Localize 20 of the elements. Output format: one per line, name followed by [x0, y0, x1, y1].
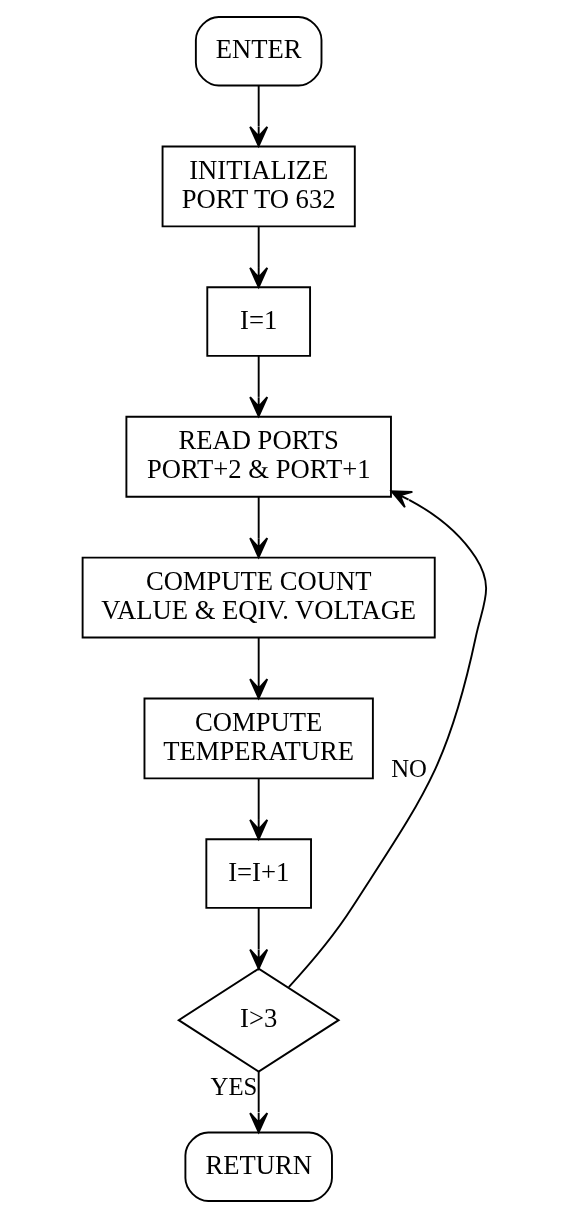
arrow [248, 84, 268, 147]
edge-label: YES [210, 1072, 257, 1100]
node-box: RETURN [183, 1131, 333, 1202]
node-box: INITIALIZE PORT TO 632 [161, 145, 356, 228]
node-box: READ PORTS PORT+2 & PORT+1 [124, 415, 392, 498]
arrow [248, 495, 268, 559]
node-box: I=I+1 [204, 838, 312, 909]
edge-label: NO [390, 755, 427, 782]
node-box: ENTER [194, 16, 322, 87]
node-box: COMPUTE TEMPERATURE [143, 697, 374, 780]
arrow [248, 636, 268, 700]
arrow [248, 906, 268, 970]
arrow [248, 1071, 268, 1134]
arrow [248, 778, 268, 840]
node-box: I=1 [205, 286, 311, 357]
node-diamond: I>3 [176, 967, 340, 1073]
arrow [287, 490, 487, 989]
arrow [248, 355, 268, 418]
arrow [248, 226, 268, 288]
node-box: COMPUTE COUNT VALUE & EQIV. VOLTAGE [81, 556, 436, 639]
